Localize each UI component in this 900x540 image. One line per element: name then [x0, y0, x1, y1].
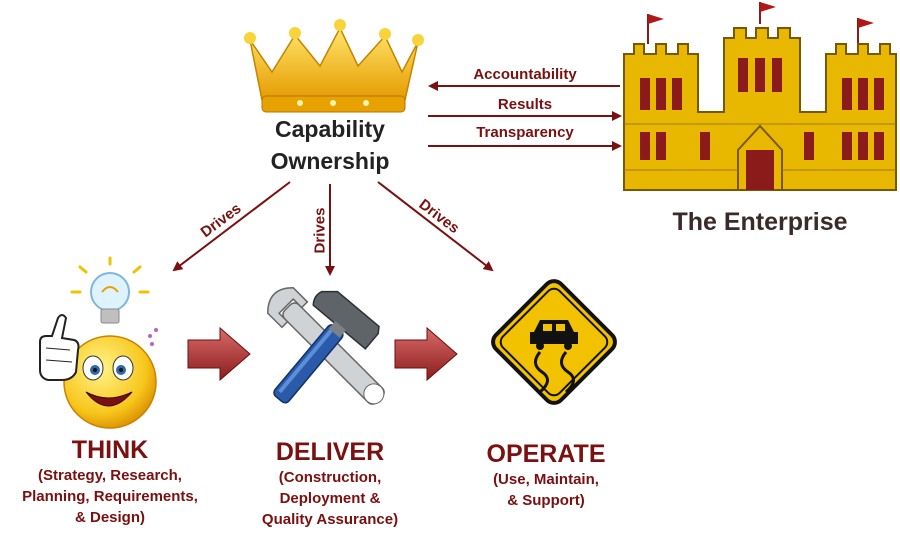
drives-arrow-left [172, 181, 291, 272]
stage-deliver-line: (Construction, [278, 469, 382, 486]
stage-deliver-line: Quality Assurance) [261, 511, 399, 528]
stage-think-title: THINK [71, 436, 149, 464]
crown-icon [244, 19, 424, 113]
flow-arrow-deliver-operate [394, 326, 458, 382]
flow-arrow-think-deliver [187, 326, 251, 382]
transparency-label: Transparency [476, 124, 574, 141]
drives-label-center: Drives [311, 207, 329, 254]
stage-deliver-line: Deployment & [279, 490, 381, 507]
results-label: Results [497, 96, 553, 113]
stage-think-line: (Strategy, Research, [38, 467, 182, 484]
accountability-label: Accountability [473, 66, 577, 83]
slippery-road-sign-icon [491, 279, 617, 405]
stage-operate-title: OPERATE [486, 440, 606, 468]
capability-title-line1: Capability [275, 116, 385, 142]
stage-operate-line: & Support) [507, 492, 585, 509]
idea-smiley-icon [39, 256, 158, 429]
capability-title-line2: Ownership [270, 148, 390, 174]
stage-think-line: & Design) [74, 509, 145, 526]
hammer-wrench-icon [267, 287, 385, 405]
enterprise-label: The Enterprise [672, 208, 848, 236]
stage-think-line: Planning, Requirements, [22, 488, 198, 505]
stage-operate-line: (Use, Maintain, [493, 471, 599, 488]
castle-icon [623, 2, 897, 191]
stage-deliver-title: DELIVER [275, 438, 385, 466]
drives-arrow-right [377, 181, 494, 272]
